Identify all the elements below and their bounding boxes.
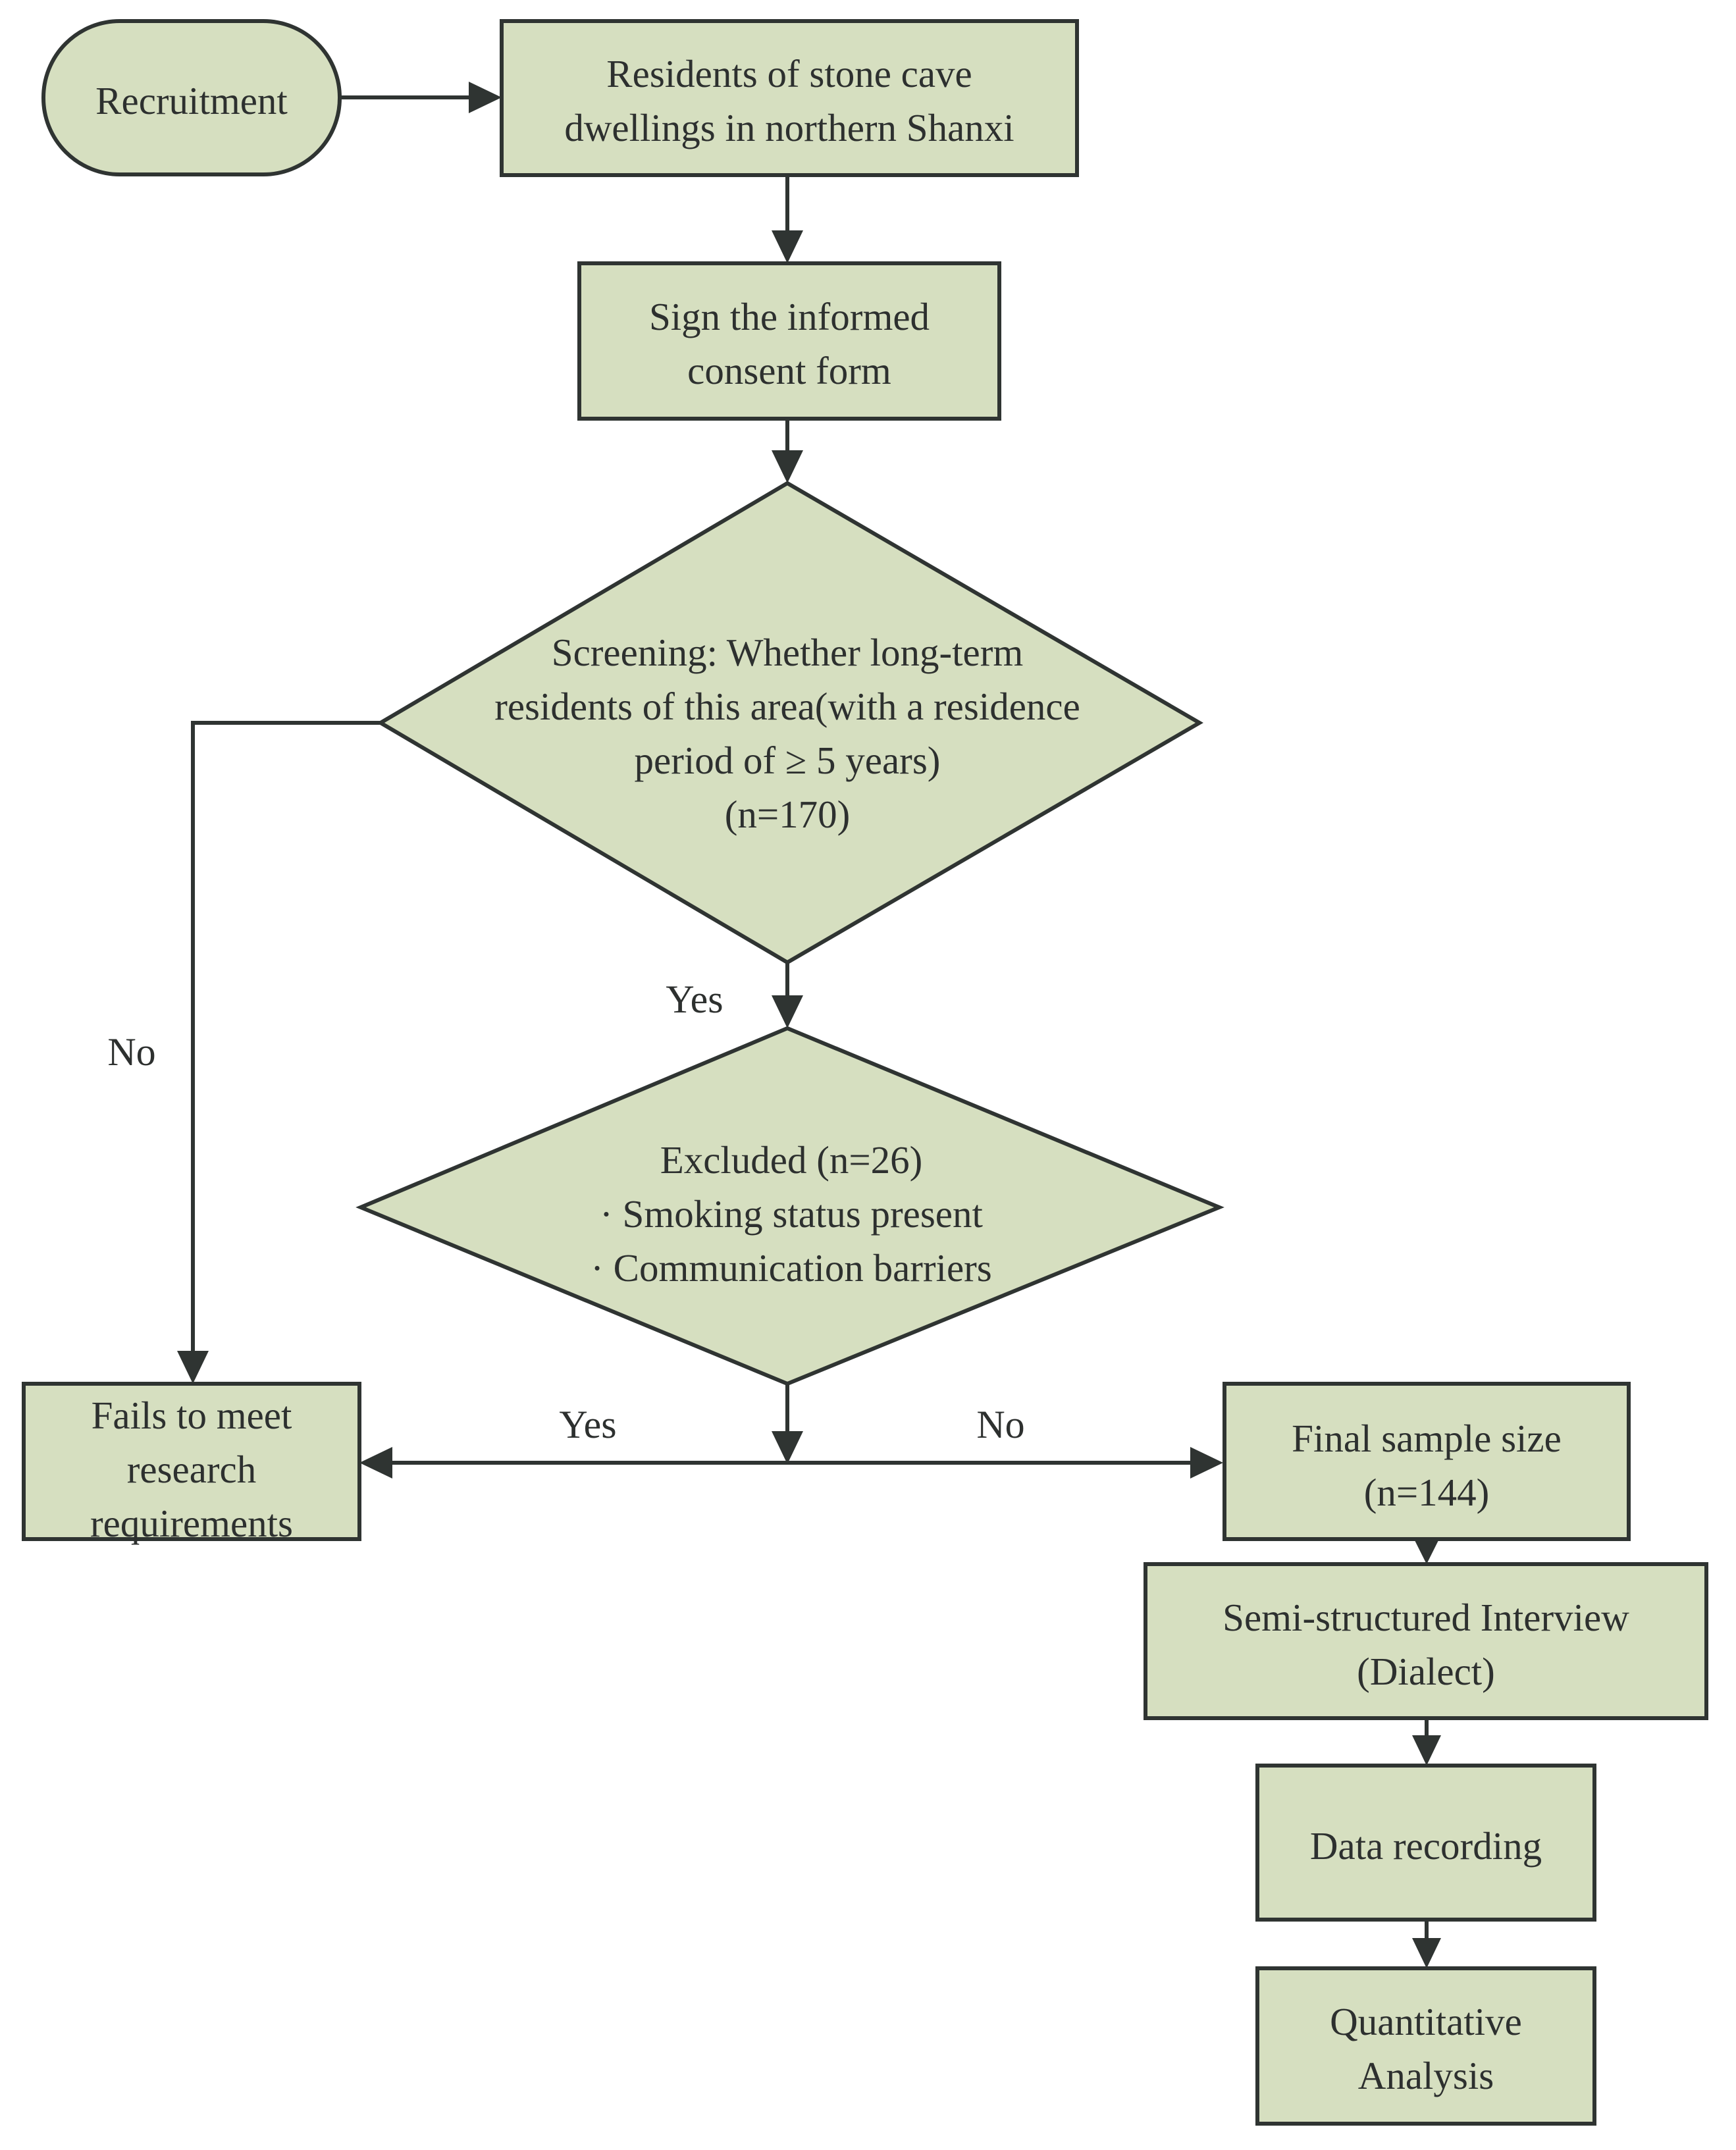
label-screening-no: No bbox=[107, 1030, 155, 1074]
node-label-line: consent form bbox=[687, 349, 891, 392]
arrow-head-icon bbox=[469, 82, 502, 113]
node-recruitment: Recruitment bbox=[41, 19, 342, 176]
node-label-line: period of ≥ 5 years) bbox=[635, 739, 941, 782]
node-recruitment-shape bbox=[41, 19, 342, 176]
arrow-head-icon bbox=[772, 1431, 803, 1464]
node-excluded-label: Excluded (n=26) · Smoking status present ·… bbox=[591, 1138, 992, 1290]
node-label-line: (Dialect) bbox=[1357, 1650, 1495, 1693]
node-fails: Fails to meet research requirements bbox=[22, 1382, 361, 1545]
node-label-line: Semi-structured Interview bbox=[1223, 1596, 1629, 1639]
node-consent: Sign the informed consent form bbox=[577, 261, 1001, 421]
node-fails-label: Fails to meet research requirements bbox=[90, 1394, 293, 1545]
arrow-head-icon bbox=[1190, 1447, 1223, 1479]
arrow-head-icon bbox=[772, 450, 803, 483]
node-label-line: (n=170) bbox=[725, 793, 851, 836]
node-label-line: Sign the informed bbox=[649, 295, 930, 338]
edge-labels: Yes No Yes No bbox=[107, 978, 1024, 1446]
node-label-line: (n=144) bbox=[1364, 1471, 1490, 1514]
node-screening: Screening: Whether long-term residents of… bbox=[377, 481, 1203, 965]
arrow-head-icon bbox=[1412, 1938, 1441, 1968]
node-label-line: Final sample size bbox=[1292, 1417, 1562, 1460]
node-data-recording-label: Data recording bbox=[1310, 1824, 1542, 1868]
node-interview-label: Semi-structured Interview (Dialect) bbox=[1223, 1596, 1629, 1693]
node-interview-shape bbox=[1144, 1562, 1708, 1720]
edge-screening-to-fails bbox=[191, 721, 381, 1352]
node-data-recording: Data recording bbox=[1255, 1764, 1596, 1922]
arrow-head-icon bbox=[772, 995, 803, 1028]
node-label-line: Data recording bbox=[1310, 1824, 1542, 1868]
node-label-line: Recruitment bbox=[95, 79, 288, 122]
arrow-head-icon bbox=[1413, 1538, 1440, 1564]
node-final-sample-shape bbox=[1223, 1382, 1631, 1541]
node-analysis-shape bbox=[1255, 1966, 1596, 2126]
node-label-line: · Communication barriers bbox=[591, 1246, 992, 1290]
node-final-sample-label: Final sample size (n=144) bbox=[1292, 1417, 1562, 1514]
node-residents-label: Residents of stone cave dwellings in nort… bbox=[564, 52, 1014, 149]
node-recruitment-label: Recruitment bbox=[95, 79, 288, 122]
node-label-line: · Smoking status present bbox=[600, 1192, 983, 1236]
arrow-head-icon bbox=[772, 230, 803, 263]
arrow-head-icon bbox=[359, 1447, 392, 1479]
node-label-line: dwellings in northern Shanxi bbox=[564, 106, 1014, 149]
node-label-line: requirements bbox=[90, 1502, 293, 1545]
nodes: Recruitment Residents of stone cave dwell… bbox=[22, 19, 1708, 2126]
arrow-head-icon bbox=[1412, 1735, 1441, 1766]
node-screening-shape bbox=[377, 481, 1203, 965]
node-excluded-shape bbox=[355, 1026, 1224, 1386]
node-residents: Residents of stone cave dwellings in nort… bbox=[500, 19, 1079, 177]
node-interview: Semi-structured Interview (Dialect) bbox=[1144, 1562, 1708, 1720]
label-screening-yes: Yes bbox=[666, 978, 723, 1021]
node-label-line: Analysis bbox=[1358, 2054, 1494, 2097]
node-label-line: research bbox=[127, 1448, 257, 1491]
node-label-line: Residents of stone cave bbox=[606, 52, 972, 95]
node-consent-label: Sign the informed consent form bbox=[649, 295, 930, 392]
node-excluded: Excluded (n=26) · Smoking status present ·… bbox=[355, 1026, 1224, 1386]
edges bbox=[177, 82, 1441, 1968]
node-fails-shape bbox=[22, 1382, 361, 1541]
arrow-head-icon bbox=[177, 1351, 209, 1384]
label-excluded-yes: Yes bbox=[559, 1403, 616, 1446]
node-label-line: Fails to meet bbox=[92, 1394, 292, 1437]
node-data-recording-shape bbox=[1255, 1764, 1596, 1922]
node-residents-shape bbox=[500, 19, 1079, 177]
node-final-sample: Final sample size (n=144) bbox=[1223, 1382, 1631, 1541]
node-label-line: Quantitative bbox=[1330, 2000, 1522, 2043]
node-label-line: residents of this area(with a residence bbox=[494, 685, 1080, 728]
node-label-line: Excluded (n=26) bbox=[660, 1138, 923, 1182]
node-label-line: Screening: Whether long-term bbox=[552, 631, 1024, 674]
node-screening-label: Screening: Whether long-term residents of… bbox=[494, 631, 1080, 836]
node-consent-shape bbox=[577, 261, 1001, 421]
label-excluded-no: No bbox=[976, 1403, 1024, 1446]
